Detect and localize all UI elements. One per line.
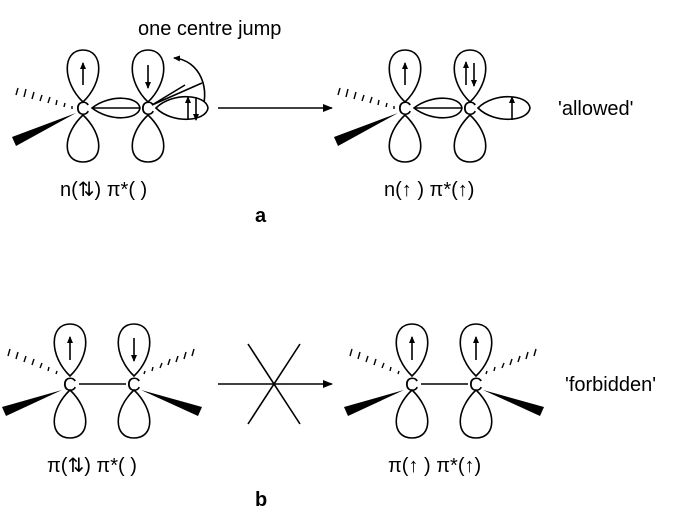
panel-b-left-molecule: C C: [2, 323, 202, 439]
p-orbital-lower-lobe: [395, 388, 429, 439]
configuration-label: n(↑ ) π*(↑): [384, 179, 474, 201]
carbon-atom: C: [141, 99, 155, 120]
panel-a: one centre jump C C: [12, 18, 633, 227]
n-orbital-lobe: [476, 96, 531, 120]
carbon-atom: C: [63, 375, 77, 396]
p-orbital-lower-lobe: [131, 113, 165, 163]
hashed-wedge-bond: [143, 348, 195, 375]
carbon-atom: C: [398, 99, 412, 120]
solid-wedge-bond: [334, 113, 398, 146]
solid-wedge-bond: [12, 113, 76, 146]
panel-a-left-molecule: C C: [12, 49, 209, 163]
forbidden-reaction-arrow: [218, 343, 333, 425]
panel-b: C C π(⇅) π*( ): [2, 323, 656, 511]
carbon-atom: C: [405, 375, 419, 396]
allowed-label: 'allowed': [558, 98, 633, 120]
n-orbital-lobe: [154, 96, 209, 120]
p-orbital-lower-lobe: [117, 388, 151, 439]
solid-wedge-bond: [483, 390, 544, 416]
panel-b-right-molecule: C C: [344, 323, 544, 439]
hashed-wedge-bond: [349, 348, 400, 375]
hidden-bond-line: [151, 84, 186, 106]
panel-a-right-molecule: C C: [334, 49, 531, 163]
hashed-wedge-bond: [337, 87, 395, 109]
carbon-atom: C: [127, 375, 141, 396]
one-centre-jump-annotation: one centre jump: [138, 18, 281, 40]
solid-wedge-bond: [2, 390, 62, 416]
p-orbital-lower-lobe: [66, 113, 100, 163]
hashed-wedge-bond: [7, 348, 58, 375]
forbidden-label: 'forbidden': [565, 374, 656, 396]
p-orbital-upper-lobe: [453, 49, 487, 104]
cross-line: [247, 343, 301, 425]
p-orbital-lower-lobe: [453, 113, 487, 163]
configuration-label: π(↑ ) π*(↑): [388, 455, 481, 477]
configuration-label: π(⇅) π*( ): [47, 455, 137, 477]
carbon-atom: C: [76, 99, 90, 120]
solid-wedge-bond: [141, 390, 202, 416]
carbon-atom: C: [463, 99, 477, 120]
p-orbital-lower-lobe: [459, 388, 493, 439]
hashed-wedge-bond: [485, 348, 537, 375]
hidden-bond-line: [151, 82, 203, 106]
panel-a-label: a: [255, 205, 267, 227]
p-orbital-lower-lobe: [53, 388, 87, 439]
panel-b-label: b: [255, 489, 267, 511]
carbon-atom: C: [469, 375, 483, 396]
solid-wedge-bond: [344, 390, 404, 416]
hashed-wedge-bond: [15, 87, 73, 109]
configuration-label: n(⇅) π*( ): [60, 179, 147, 201]
p-orbital-lower-lobe: [388, 113, 422, 163]
